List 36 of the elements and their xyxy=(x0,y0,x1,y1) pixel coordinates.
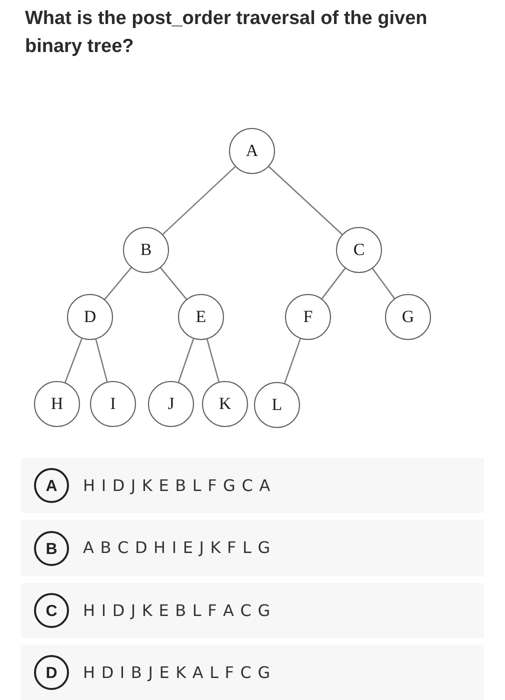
tree-edge xyxy=(268,166,343,235)
option-letter: B xyxy=(34,531,69,566)
tree-node: F xyxy=(285,294,331,340)
option-card xyxy=(21,458,484,513)
tree-edge xyxy=(372,268,395,299)
option-text: H D I B J E K A L F C G xyxy=(83,662,271,682)
tree-node: I xyxy=(90,381,136,427)
tree-node: G xyxy=(385,294,431,340)
tree-edge xyxy=(104,267,132,300)
question-text: What is the post_order traversal of the given binary tree? xyxy=(25,7,428,59)
tree-node: A xyxy=(229,128,275,174)
option-letter: A xyxy=(34,468,69,503)
option-text: A B C D H I E J K F L G xyxy=(83,538,271,558)
tree-node: E xyxy=(178,294,224,340)
option-card xyxy=(21,645,484,700)
option-letter: C xyxy=(34,593,69,628)
tree-edge xyxy=(64,338,82,383)
tree-edge xyxy=(160,267,187,300)
tree-node: J xyxy=(148,381,194,427)
option-letter: D xyxy=(34,655,69,690)
option-text: H I D J K E B L F A C G xyxy=(83,600,271,620)
tree-node: H xyxy=(34,381,80,427)
tree-edge xyxy=(178,338,194,382)
tree-edge xyxy=(162,166,236,235)
tree-node: D xyxy=(67,294,113,340)
tree-node: K xyxy=(202,381,248,427)
tree-edge xyxy=(95,339,108,382)
tree-node: B xyxy=(123,227,169,273)
option-text: H I D J K E B L F G C A xyxy=(83,476,271,496)
option-card xyxy=(21,583,484,638)
tree-node: C xyxy=(336,227,382,273)
tree-edge xyxy=(321,268,346,300)
tree-node: L xyxy=(254,382,300,428)
tree-edge xyxy=(206,339,220,382)
tree-edge xyxy=(284,338,301,384)
option-card xyxy=(21,520,484,576)
